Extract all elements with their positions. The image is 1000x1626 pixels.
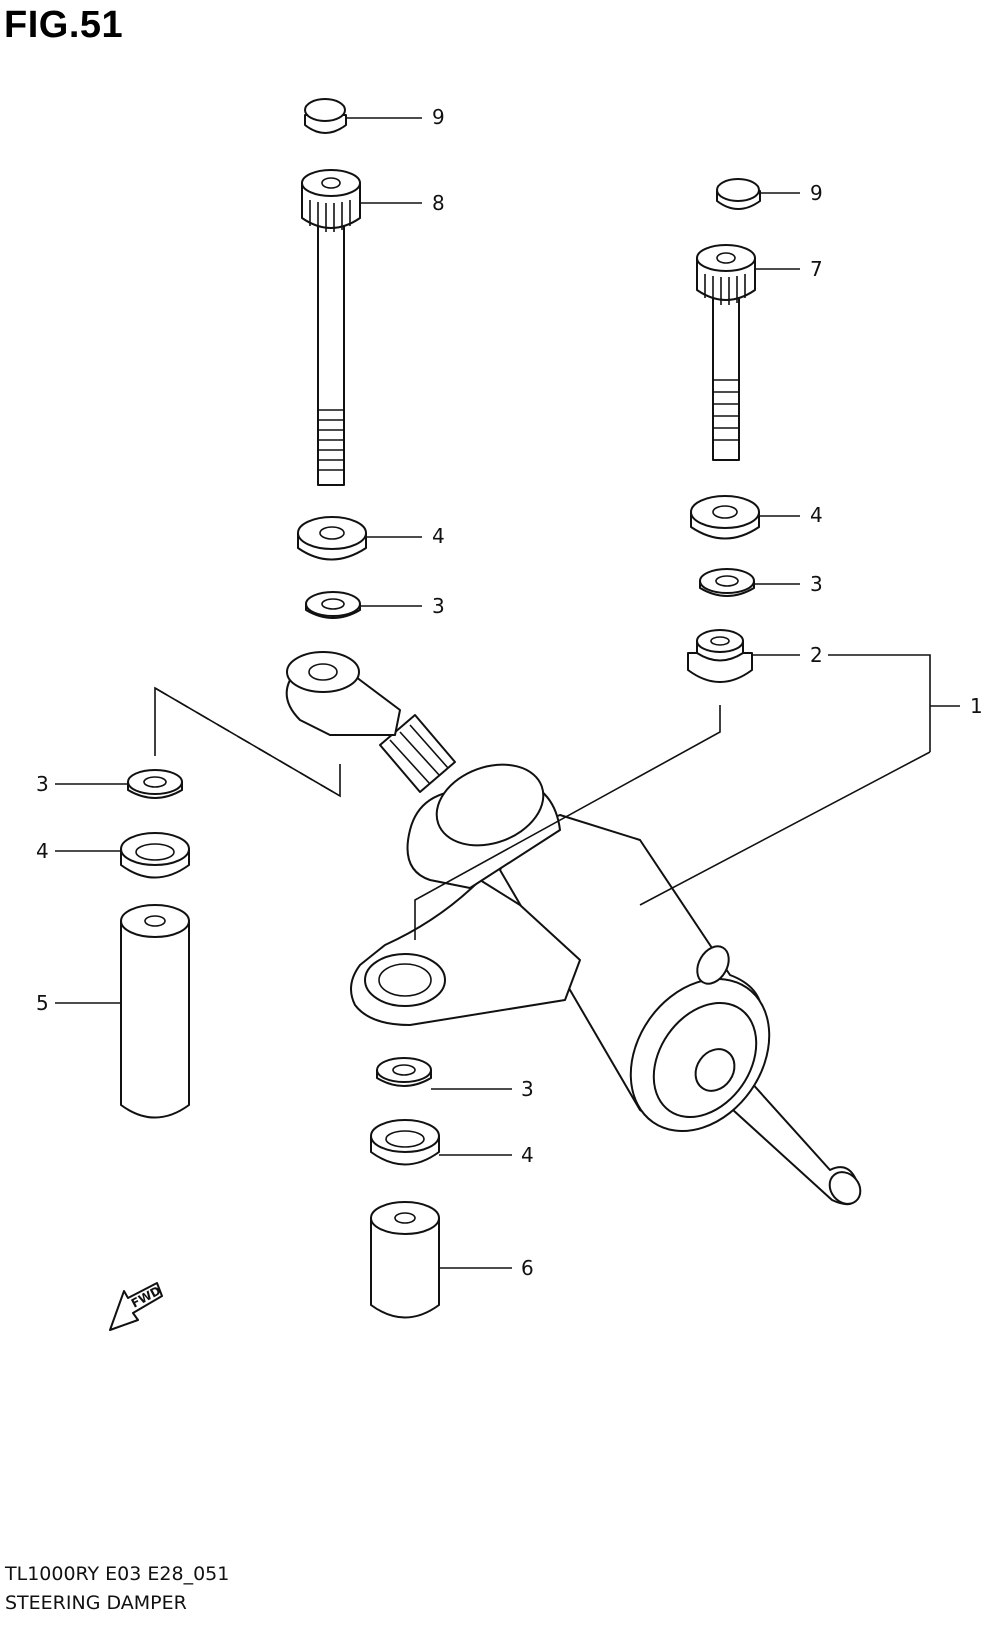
washer-4-side [120, 832, 190, 879]
callout-1: 1 [970, 694, 983, 718]
spacer-6 [370, 1201, 440, 1319]
washer-4-bottom [370, 1119, 440, 1166]
callout-3-right: 3 [810, 572, 823, 596]
callout-6: 6 [521, 1256, 534, 1280]
callout-3-side: 3 [36, 772, 49, 796]
damper-assembly [285, 651, 862, 1206]
washer-4-right [690, 495, 760, 540]
callout-4-left: 4 [432, 524, 445, 548]
callout-4-side: 4 [36, 839, 49, 863]
leader-lines [55, 117, 960, 1269]
callout-9-left: 9 [432, 105, 445, 129]
washer-3-side [127, 769, 183, 799]
figure-title: FIG.51 [4, 4, 124, 46]
bolt-7 [696, 244, 756, 461]
washer-3-right [699, 568, 755, 597]
callout-2: 2 [810, 643, 823, 667]
bolt-8 [301, 169, 361, 486]
washer-3-left [305, 591, 361, 619]
cap-9-right [716, 178, 761, 210]
footer-section-name: STEERING DAMPER [5, 1592, 187, 1614]
spacer-5 [120, 904, 190, 1119]
footer-model-code: TL1000RY E03 E28_051 [5, 1563, 230, 1585]
callout-4-right: 4 [810, 503, 823, 527]
washer-3-bottom [376, 1057, 432, 1087]
fwd-arrow-icon: FWD [109, 1282, 163, 1331]
bushing-2 [687, 629, 753, 683]
callout-9-right: 9 [810, 181, 823, 205]
callout-3-bottom: 3 [521, 1077, 534, 1101]
cap-9-left [304, 98, 347, 134]
washer-4-left [297, 516, 367, 561]
callout-7: 7 [810, 257, 823, 281]
callout-8: 8 [432, 191, 445, 215]
callout-5: 5 [36, 991, 49, 1015]
alignment-line [154, 686, 341, 798]
callout-4-bottom: 4 [521, 1143, 534, 1167]
callout-3-left: 3 [432, 594, 445, 618]
